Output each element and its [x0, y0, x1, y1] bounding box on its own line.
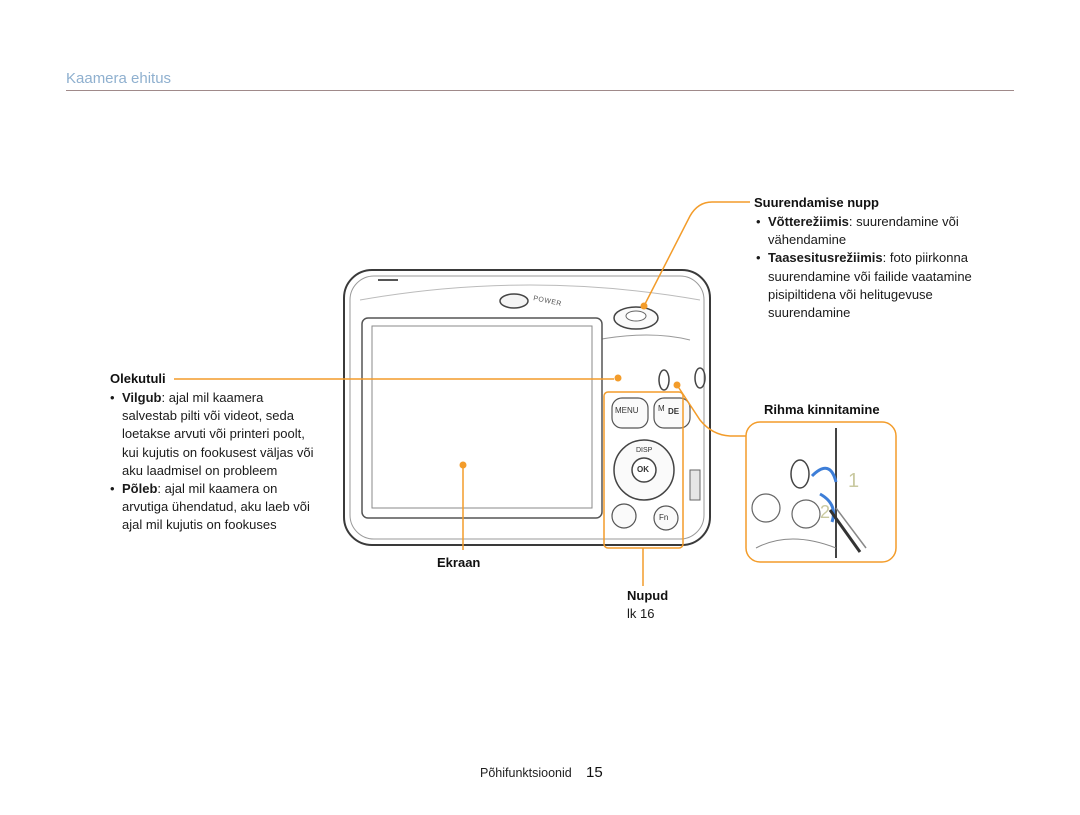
zoom-callout-title: Suurendamise nupp: [754, 195, 879, 210]
status-item-steady: Põleb: ajal mil kaamera on: [110, 480, 340, 498]
status-item-steady-line2: ajal mil kujutis on fookuses: [122, 517, 277, 533]
status-item-blinking-line3: kui kujutis on fookusest väljas või: [122, 444, 314, 460]
zoom-item-playback: Taasesitusrežiimis: foto piirkonna: [756, 249, 1016, 267]
ok-label: OK: [637, 465, 649, 474]
zoom-item-shooting: Võtterežiimis: suurendamine või: [756, 213, 1016, 231]
strap-detail-inset: [745, 421, 897, 563]
buttons-title: Nupud: [627, 588, 669, 603]
zoom-item-shooting-cont: vähendamine: [768, 232, 847, 248]
footer-section: Põhifunktsioonid: [480, 766, 572, 780]
disp-label: DISP: [636, 447, 653, 454]
strap-step-2: 2: [820, 502, 831, 522]
menu-label: MENU: [615, 406, 639, 415]
zoom-callout-list: Võtterežiimis: suurendamine või vähendam…: [756, 213, 1016, 322]
strap-step-1: 1: [848, 470, 860, 492]
footer-page-number: 15: [586, 764, 603, 781]
status-item-blinking-line4: aku laadmisel on probleem: [122, 462, 278, 478]
fn-label: Fn: [659, 513, 669, 522]
status-item-blinking-line2: loetakse arvuti või printeri poolt,: [122, 426, 305, 442]
zoom-item-playback-cont2: pisipiltidena või helitugevuse: [768, 286, 933, 302]
camera-body-illustration: [343, 269, 711, 546]
status-lamp-dot: [614, 374, 622, 382]
zoom-item-playback-cont3: suurendamine: [768, 305, 851, 321]
status-lamp-list: Vilgub: ajal mil kaamera salvestab pilti…: [110, 389, 340, 535]
status-lamp-title: Olekutuli: [110, 371, 166, 386]
status-item-steady-line1: arvutiga ühendatud, aku laeb või: [122, 499, 310, 515]
de-label: DE: [668, 407, 680, 416]
buttons-page-ref: lk 16: [627, 606, 655, 621]
zoom-callout-line: [643, 201, 750, 307]
status-item-blinking: Vilgub: ajal mil kaamera: [110, 389, 340, 407]
strap-title: Rihma kinnitamine: [764, 402, 880, 417]
zoom-item-playback-cont1: suurendamine või failide vaatamine: [768, 268, 972, 284]
screen-marker-dot: [459, 461, 467, 469]
status-item-blinking-line1: salvestab pilti või videot, seda: [122, 408, 294, 424]
section-title: Kaamera ehitus: [66, 70, 172, 87]
mode-label: M: [658, 404, 665, 413]
title-rule: [66, 90, 1014, 91]
screen-title: Ekraan: [437, 555, 481, 570]
strap-callout-line: [676, 384, 746, 437]
